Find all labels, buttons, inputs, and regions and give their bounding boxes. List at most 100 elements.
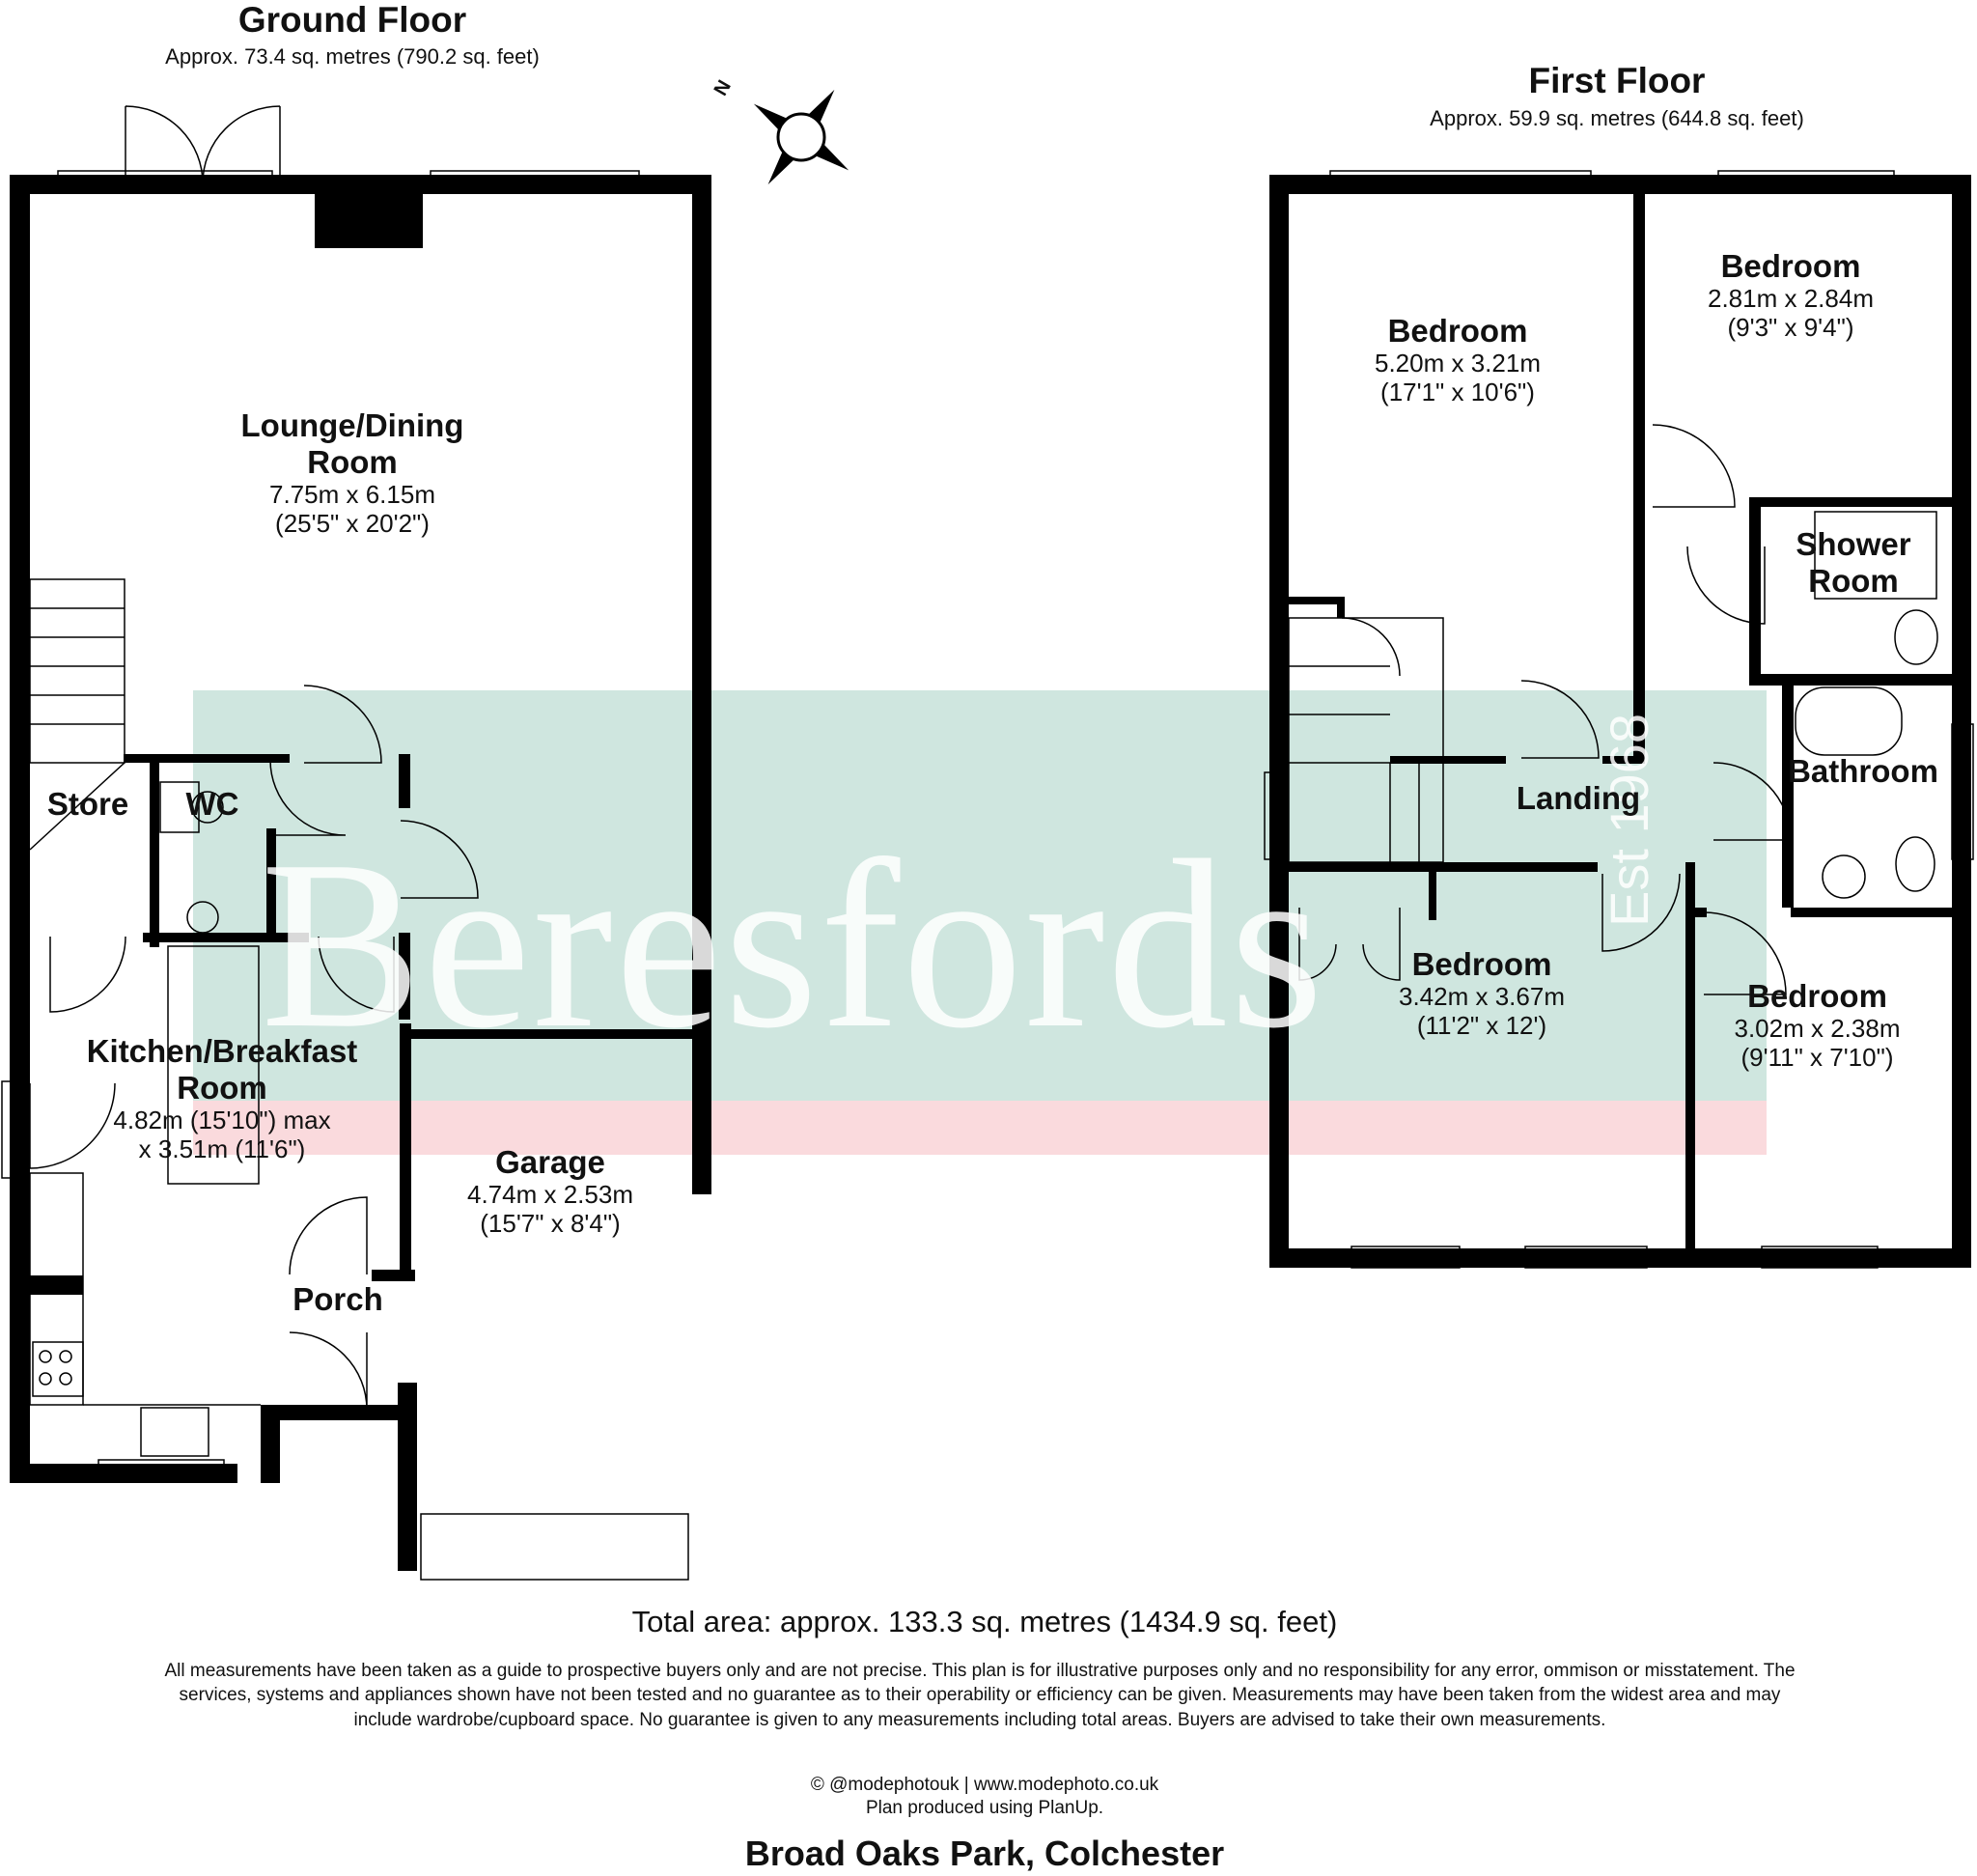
- gf-window-rear-right: [430, 170, 640, 193]
- ff-wall-bed3-right: [1685, 862, 1695, 1268]
- ff-window-bed2: [1717, 170, 1895, 193]
- ff-door-bed3-closet: [1298, 908, 1401, 981]
- room-lounge-name: Lounge/Dining: [240, 407, 464, 443]
- room-kitchen: Kitchen/Breakfast Room 4.82m (15'10") ma…: [48, 1033, 396, 1164]
- watermark-text: Beresfords: [261, 811, 1326, 1078]
- gf-wall-store-top: [124, 754, 290, 763]
- gf-wall-garage-top: [411, 1029, 701, 1039]
- room-bedroom4-dim-m: 3.02m x 2.38m: [1734, 1013, 1901, 1043]
- room-bedroom3: Bedroom 3.42m x 3.67m (11'2" x 12'): [1371, 946, 1593, 1041]
- ground-floor-title: Ground Floor: [237, 0, 467, 40]
- room-wc-name: WC: [185, 786, 239, 822]
- gf-wc-toilet: [159, 781, 200, 833]
- ff-toilet: [1895, 836, 1935, 892]
- room-shower: Shower Room: [1786, 526, 1921, 600]
- ff-wall-bath-left: [1782, 686, 1794, 908]
- room-shower-name: Shower: [1796, 526, 1911, 562]
- gf-wall-left: [10, 175, 30, 1483]
- ff-door-bath: [1712, 762, 1792, 841]
- credit-line1: © @modephotouk | www.modephoto.co.uk: [810, 1775, 1159, 1795]
- room-shower-name2: Room: [1808, 562, 1899, 599]
- room-store-name: Store: [46, 786, 129, 822]
- room-bedroom1-dim-m: 5.20m x 3.21m: [1375, 348, 1541, 378]
- ff-window-bed1: [1329, 170, 1592, 193]
- ff-window-landing: [1264, 771, 1287, 860]
- ff-bath-basin: [1822, 854, 1866, 899]
- ff-bathtub: [1795, 686, 1903, 756]
- gf-door-side: [29, 1082, 116, 1169]
- gf-wall-wc-right: [266, 828, 276, 942]
- room-lounge-dim-m: 7.75m x 6.15m: [269, 479, 435, 509]
- gf-hob: [32, 1341, 84, 1397]
- gf-door-hall-top: [303, 685, 382, 764]
- gf-door-patio-right: [202, 105, 281, 184]
- gf-door-kitchen-left: [49, 936, 126, 1013]
- gf-door-porch-front: [289, 1331, 368, 1411]
- gf-door-kitchen-right: [318, 936, 395, 1013]
- ff-window-bath: [1951, 723, 1974, 860]
- ff-window-bed4: [1761, 1246, 1879, 1269]
- room-bedroom2-dim-m: 2.81m x 2.84m: [1708, 283, 1874, 313]
- gf-window-rear-left: [57, 170, 273, 193]
- room-kitchen-name2: Room: [177, 1069, 267, 1106]
- room-bedroom1-name: Bedroom: [1387, 313, 1528, 349]
- ff-door-stairs: [1341, 617, 1401, 677]
- gf-door-porch: [289, 1196, 368, 1275]
- room-bedroom1-dim-ft: (17'1" x 10'6"): [1380, 377, 1535, 406]
- gf-door-wc: [269, 759, 347, 836]
- gf-wall-hall-right2: [399, 933, 410, 1020]
- watermark-band-pink: [193, 1101, 1767, 1155]
- ff-wall-closet-v: [1337, 597, 1345, 618]
- gf-breakfast-bar: [167, 945, 260, 1185]
- ff-wall-closet: [1289, 597, 1345, 604]
- first-floor-area: Approx. 59.9 sq. metres (644.8 sq. feet): [1430, 106, 1804, 130]
- ff-shower-tray: [1814, 511, 1937, 600]
- gf-wall-garage-left-upper: [400, 1023, 411, 1274]
- room-bedroom2-dim-ft: (9'3" x 9'4"): [1727, 312, 1854, 342]
- gf-wall-kitchen-right: [261, 1405, 280, 1483]
- ff-stairs: [1288, 617, 1444, 863]
- total-area: Total area: approx. 133.3 sq. metres (14…: [631, 1605, 1338, 1638]
- ff-window-bed3-b: [1524, 1246, 1648, 1269]
- gf-kitchen-sink: [140, 1407, 209, 1457]
- room-bedroom3-dim-m: 3.42m x 3.67m: [1399, 981, 1565, 1011]
- ff-door-bed4: [1703, 911, 1787, 995]
- room-garage: Garage 4.74m x 2.53m (15'7" x 8'4"): [425, 1144, 676, 1239]
- ff-wall-bed1-bottom: [1390, 756, 1506, 764]
- room-bedroom4-name: Bedroom: [1747, 978, 1887, 1014]
- room-bedroom4-dim-ft: (9'11" x 7'10"): [1740, 1042, 1894, 1072]
- first-floor-plan: [1264, 170, 1974, 1269]
- ff-wall-bed4-top: [1791, 908, 1971, 917]
- first-floor-title: First Floor: [1528, 61, 1706, 100]
- room-lounge-dim-ft: (25'5" x 20'2"): [275, 508, 430, 538]
- ff-wall-bottom: [1269, 1248, 1971, 1268]
- room-kitchen-dim-ft: x 3.51m (11'6"): [138, 1134, 306, 1163]
- gf-kitchen-unit-top: [30, 1275, 83, 1295]
- room-porch-name: Porch: [292, 1281, 383, 1317]
- room-bedroom1: Bedroom 5.20m x 3.21m (17'1" x 10'6"): [1332, 313, 1583, 407]
- gf-wall-right: [692, 175, 711, 1194]
- gf-door-patio-left: [125, 105, 204, 184]
- compass-icon: [753, 89, 849, 185]
- ff-door-bed2: [1652, 424, 1736, 508]
- ff-wall-left: [1269, 175, 1289, 1268]
- gf-wall-porch-bottom: [261, 1405, 415, 1420]
- gf-kitchen-worktop: [29, 1172, 84, 1406]
- gf-door-hall: [400, 820, 479, 899]
- room-bedroom2: Bedroom 2.81m x 2.84m (9'3" x 9'4"): [1680, 248, 1902, 343]
- ff-wall-bed4-top2: [1695, 908, 1707, 917]
- gf-wc-basin: [186, 901, 219, 934]
- room-bathroom-name: Bathroom: [1788, 753, 1938, 789]
- gf-wall-store-right: [150, 754, 159, 947]
- ff-wall-shower-stub: [1749, 497, 1759, 550]
- gf-wall-garage-left: [398, 1383, 417, 1571]
- room-garage-dim-m: 4.74m x 2.53m: [467, 1179, 633, 1209]
- room-lounge: Lounge/Dining Room 7.75m x 6.15m (25'5" …: [193, 407, 512, 539]
- gf-wall-wc-bottom: [143, 933, 309, 942]
- room-bedroom3-name: Bedroom: [1411, 946, 1552, 982]
- ff-wall-top: [1269, 175, 1971, 194]
- room-garage-dim-ft: (15'7" x 8'4"): [480, 1208, 621, 1238]
- ff-wall-bed3-closet: [1429, 862, 1436, 920]
- room-lounge-name2: Room: [307, 443, 398, 480]
